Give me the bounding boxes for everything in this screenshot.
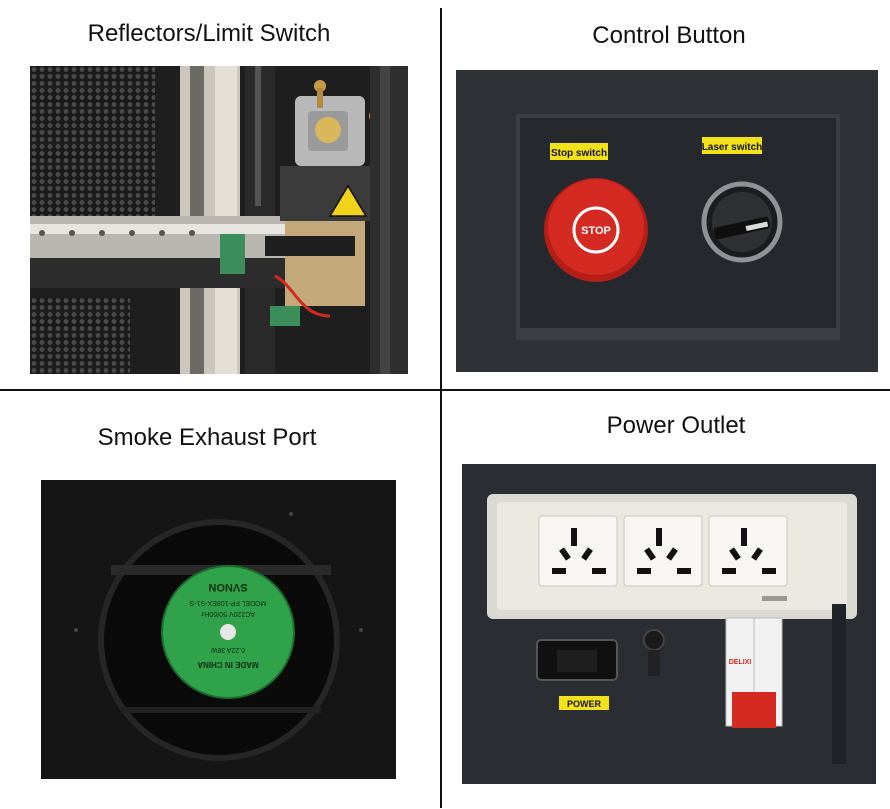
- control-button-photo: Stop switch Laser switch STOP: [456, 70, 878, 372]
- panel-title-smoke-exhaust: Smoke Exhaust Port: [97, 424, 317, 451]
- breaker-brand: DELIXI: [729, 659, 752, 666]
- fan-model: MODEL FP-108EX-S1-S: [189, 599, 266, 606]
- horizontal-divider: [0, 389, 890, 391]
- power-label: POWER: [567, 699, 602, 709]
- power-outlet-photo: POWER DELIXI: [462, 464, 876, 784]
- socket-2: [623, 515, 703, 587]
- power-label-bg: [559, 696, 609, 710]
- fan-origin: MADE IN CHINA: [197, 660, 259, 669]
- panel-title-reflectors: Reflectors/Limit Switch: [87, 20, 331, 47]
- vertical-divider: [440, 8, 442, 808]
- socket-3: [708, 515, 788, 587]
- fan-brand: SVNON: [208, 581, 247, 593]
- socket-1: [538, 515, 618, 587]
- panel-title-power-outlet: Power Outlet: [606, 412, 746, 439]
- smoke-exhaust-photo: MADE IN CHINA 0.22A 38W AC220V 50/60Hz M…: [41, 480, 396, 779]
- panel-title-control-button: Control Button: [592, 22, 746, 49]
- reflectors-photo: [30, 66, 408, 374]
- laser-switch-label: Laser switch: [702, 142, 763, 153]
- stop-button: [548, 179, 644, 275]
- fan-power: 0.22A 38W: [210, 646, 245, 653]
- stop-switch-label-bg: [550, 143, 608, 160]
- laser-switch-label-bg: [702, 137, 762, 154]
- stop-button-text: STOP: [581, 225, 611, 237]
- fan-voltage: AC220V 50/60Hz: [200, 610, 255, 617]
- stop-switch-label: Stop switch: [551, 148, 607, 159]
